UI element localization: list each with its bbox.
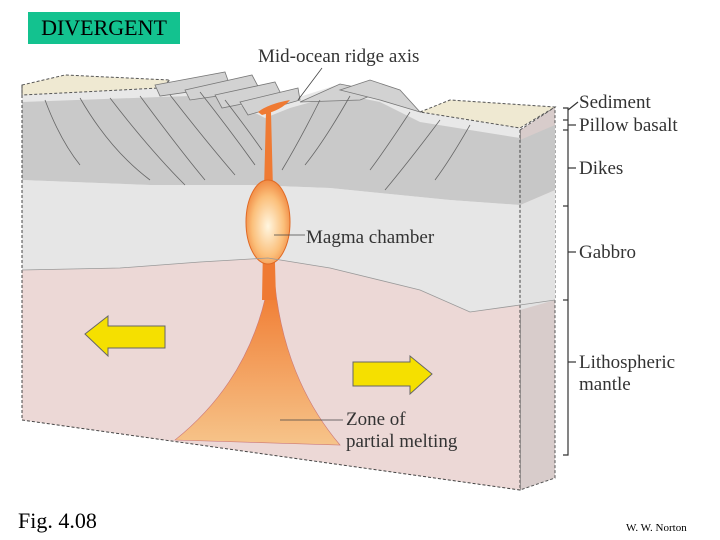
- label-gabbro: Gabbro: [579, 242, 636, 263]
- label-sediment: Sediment: [579, 92, 651, 113]
- sediment-layer-right: [418, 99, 557, 129]
- magma-chamber: [245, 179, 291, 265]
- leader-lines: [274, 67, 343, 421]
- layer-bracket: [563, 101, 579, 456]
- moho-line: [21, 257, 556, 313]
- label-magma-chamber: Magma chamber: [306, 227, 435, 248]
- arrow-left-icon: [84, 314, 166, 358]
- label-pillow-basalt: Pillow basalt: [579, 115, 678, 136]
- partial-melting-zone: [174, 284, 341, 446]
- figure-label: Fig. 4.08: [18, 508, 97, 533]
- diagram-title: DIVERGENT: [28, 12, 180, 44]
- ridge-axis-vent: [258, 100, 290, 115]
- arrow-right-icon: [352, 354, 433, 396]
- fault-lines: [44, 91, 471, 191]
- side-dikes: [520, 125, 555, 205]
- side-gabbro: [520, 190, 555, 310]
- label-dikes: Dikes: [579, 158, 623, 179]
- fault-blocks: [154, 71, 422, 116]
- credit: W. W. Norton: [626, 522, 687, 534]
- label-zone-line1: Zone of: [346, 409, 406, 430]
- label-mantle-line1: Lithospheric: [579, 352, 675, 373]
- label-mantle-line2: mantle: [579, 374, 631, 395]
- label-ridge-axis: Mid-ocean ridge axis: [258, 46, 419, 67]
- label-zone-line2: partial melting: [346, 431, 458, 452]
- block-outline: [21, 85, 521, 491]
